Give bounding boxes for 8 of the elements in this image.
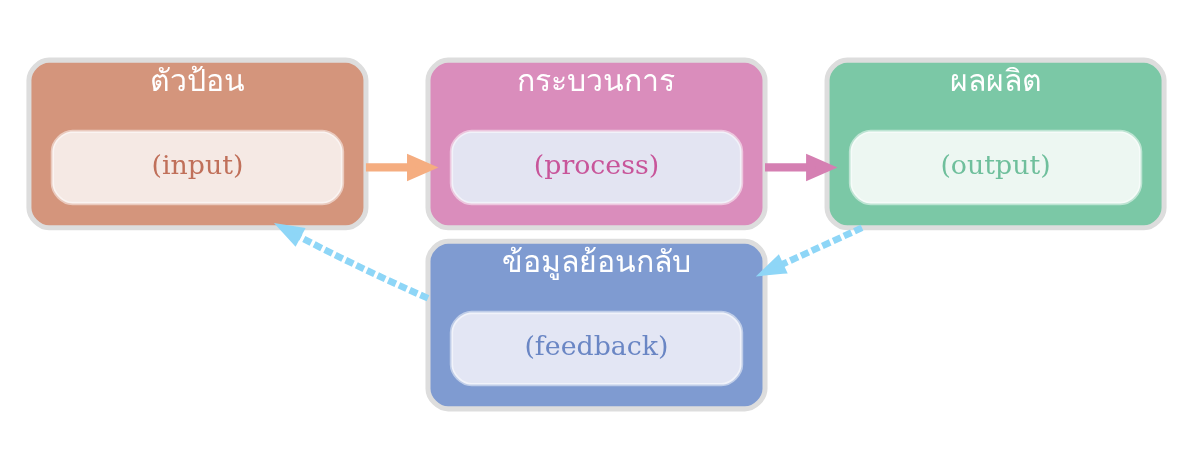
node-box: (process)	[449, 129, 744, 205]
arrow	[273, 222, 430, 301]
node-box: (output)	[848, 129, 1143, 205]
arrow	[765, 153, 838, 181]
arrow	[365, 153, 439, 181]
node-box: (feedback)	[449, 310, 744, 386]
node-box: (input)	[50, 129, 345, 205]
arrow	[755, 224, 864, 276]
